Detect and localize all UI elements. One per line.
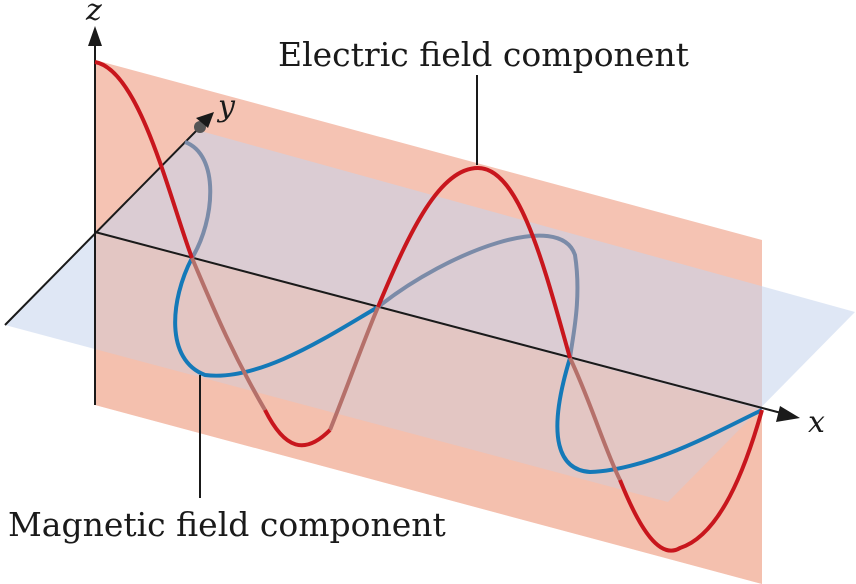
vertical-plane-front: [95, 232, 762, 584]
magnetic-wave: [173, 257, 763, 475]
magnetic-wave-hidden: [184, 140, 580, 359]
y-axis-line: [4, 126, 201, 326]
electric-field-label: Electric field component: [278, 35, 689, 74]
arrow-icon: [196, 112, 214, 128]
arrow-icon: [776, 406, 800, 422]
arrow-icon: [88, 26, 102, 46]
magnetic-field-label: Magnetic field component: [8, 505, 446, 544]
electric-wave: [94, 60, 764, 553]
y-axis-label: y: [218, 89, 235, 124]
y-axis-origin-dot: [194, 121, 206, 133]
horizontal-plane: [5, 130, 855, 502]
electric-wave-hidden: [190, 257, 622, 481]
x-axis-label: x: [808, 405, 825, 440]
z-axis-label: z: [86, 0, 102, 28]
x-axis-line: [94, 231, 786, 415]
